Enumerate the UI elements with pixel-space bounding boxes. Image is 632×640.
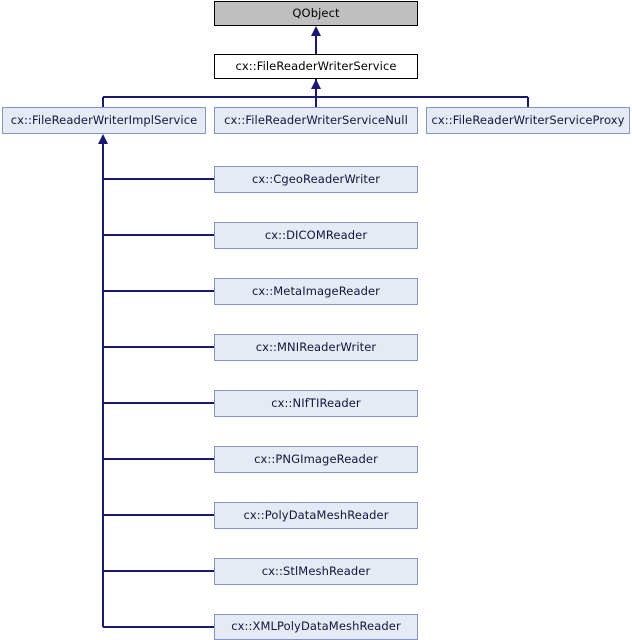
node-file-reader-writer-impl-service[interactable]: cx::FileReaderWriterImplService	[2, 107, 206, 134]
node-mni-reader-writer[interactable]: cx::MNIReaderWriter	[214, 334, 418, 361]
node-label: QObject	[292, 5, 340, 20]
node-file-reader-writer-service[interactable]: cx::FileReaderWriterService	[214, 54, 418, 79]
node-label: cx::FileReaderWriterImplService	[10, 112, 198, 127]
arrowhead-impl	[98, 134, 108, 144]
node-label: cx::PolyDataMeshReader	[243, 507, 389, 522]
arrowhead-qobject	[311, 26, 321, 36]
node-label: cx::MetaImageReader	[251, 283, 381, 298]
node-label: cx::DICOMReader	[264, 227, 368, 242]
node-metaimage-reader[interactable]: cx::MetaImageReader	[214, 278, 418, 305]
node-stl-mesh-reader[interactable]: cx::StlMeshReader	[214, 558, 418, 585]
node-png-image-reader[interactable]: cx::PNGImageReader	[214, 446, 418, 473]
node-xml-poly-data-mesh-reader[interactable]: cx::XMLPolyDataMeshReader	[214, 614, 418, 640]
node-label: cx::FileReaderWriterServiceProxy	[431, 112, 625, 127]
node-label: cx::XMLPolyDataMeshReader	[231, 619, 401, 634]
node-label: cx::StlMeshReader	[261, 563, 371, 578]
node-label: cx::FileReaderWriterService	[235, 58, 397, 73]
node-poly-data-mesh-reader[interactable]: cx::PolyDataMeshReader	[214, 502, 418, 529]
arrowhead-service	[311, 79, 321, 89]
node-label: cx::FileReaderWriterServiceNull	[224, 112, 408, 127]
node-qobject[interactable]: QObject	[214, 1, 418, 26]
node-dicom-reader[interactable]: cx::DICOMReader	[214, 222, 418, 249]
node-label: cx::NIfTIReader	[271, 395, 361, 410]
node-label: cx::PNGImageReader	[254, 451, 378, 466]
node-file-reader-writer-service-null[interactable]: cx::FileReaderWriterServiceNull	[214, 107, 418, 134]
node-label: cx::CgeoReaderWriter	[251, 171, 381, 186]
node-label: cx::MNIReaderWriter	[255, 339, 377, 354]
node-file-reader-writer-service-proxy[interactable]: cx::FileReaderWriterServiceProxy	[426, 107, 630, 134]
node-nifti-reader[interactable]: cx::NIfTIReader	[214, 390, 418, 417]
node-cgeo-reader-writer[interactable]: cx::CgeoReaderWriter	[214, 166, 418, 193]
